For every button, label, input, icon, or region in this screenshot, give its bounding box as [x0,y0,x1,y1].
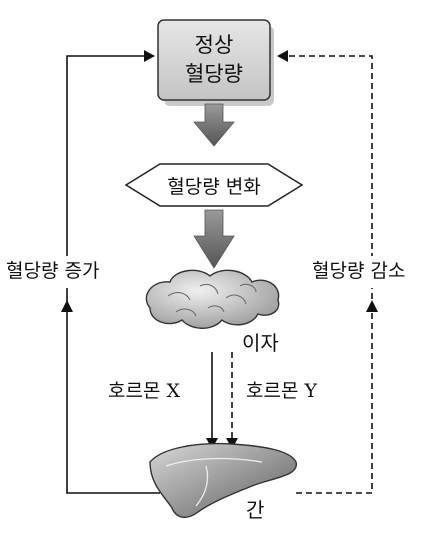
liver-illustration [149,442,297,519]
hormone-y-text: 호르몬 [246,380,299,402]
change-node-shape [124,163,304,207]
increase-label-backing [2,256,126,288]
increase-label: 혈당량 증가 [6,260,100,282]
increase-up-arrowhead [61,300,73,312]
change-down-arrow [193,103,235,147]
hormone-x-letter: X [166,380,181,402]
hormone-x-text: 호르몬 [108,380,161,402]
normal-glucose-box [157,19,274,106]
normal-label-line2: 혈당량 [185,62,243,86]
hormone-y-label: 호르몬 Y [246,382,317,401]
decrease-label: 혈당량 감소 [312,260,406,282]
decrease-label-backing [308,256,426,288]
decrease-up-arrowhead [366,300,378,312]
hormone-y-letter: Y [304,380,318,402]
normal-label-line1: 정상 [194,33,234,57]
change-node-label: 혈당량 변화 [167,175,261,198]
normal-glucose-label: 정상 혈당량 [158,20,270,100]
liver-label: 간 [246,498,265,522]
pancreas-label: 이자 [242,331,279,355]
pancreas-illustration [145,269,280,329]
pancreas-down-arrow [193,209,235,269]
hormone-x-label: 호르몬 X [108,382,180,401]
